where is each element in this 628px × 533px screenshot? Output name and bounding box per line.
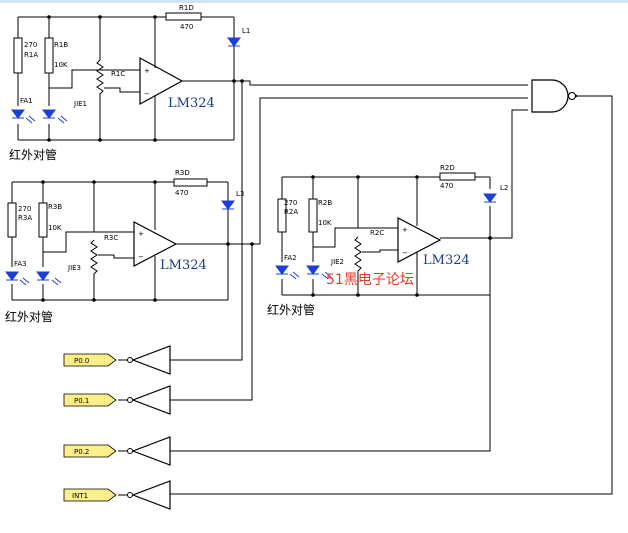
r1a-name: R1A — [24, 51, 38, 59]
opamp1-plus: + — [144, 67, 150, 75]
block1-caption: 红外对管 — [9, 147, 57, 162]
l1-label: L1 — [242, 27, 250, 35]
r3b-value: 10K — [48, 224, 62, 232]
r2b-value: 10K — [318, 219, 332, 227]
r1b-name: R1B — [54, 41, 68, 49]
block3-caption: 红外对管 — [5, 309, 53, 324]
r3d-value: 470 — [175, 189, 188, 197]
ir-receiver-jie1 — [42, 109, 56, 119]
r1b-value: 10K — [54, 61, 68, 69]
led-l2 — [483, 193, 497, 203]
r2d-name: R2D — [440, 164, 455, 172]
port-p01-label: P0.1 — [74, 397, 89, 405]
r3d-name: R3D — [175, 169, 190, 177]
resistor-r1d — [165, 12, 202, 21]
sensor-block-1 — [11, 12, 528, 142]
resistor-r3b — [38, 202, 48, 238]
r2b-name: R2B — [318, 199, 332, 207]
jie3-label: JIE3 — [67, 264, 81, 272]
ir-emitter-fa1 — [11, 109, 25, 119]
forum-watermark: 51黑电子论坛 — [326, 272, 414, 288]
resistor-r1a — [13, 37, 23, 74]
sensor-block-2 — [275, 109, 528, 297]
resistor-r3a — [7, 202, 17, 238]
r2a-name: R2A — [284, 208, 298, 216]
opamp1-label: LM324 — [168, 96, 215, 111]
resistor-r2d — [439, 172, 476, 181]
opamp2-plus: + — [402, 226, 408, 234]
r3a-name: R3A — [18, 214, 32, 222]
ir-receiver-jie3 — [36, 271, 50, 281]
opamp2-label: LM324 — [423, 253, 470, 268]
r1c-name: R1C — [111, 70, 125, 78]
r1d-value: 470 — [180, 23, 193, 31]
gate-output-wire — [170, 95, 613, 495]
buffer-p02 — [63, 238, 491, 466]
block2-caption: 红外对管 — [267, 302, 315, 317]
opamp1-minus: − — [144, 90, 150, 98]
r2d-value: 470 — [440, 182, 453, 190]
buffer-p01 — [63, 244, 253, 415]
led-l1 — [227, 37, 241, 47]
block3-to-gate-wire — [259, 97, 528, 244]
buffer-p00 — [63, 81, 243, 375]
fa3-label: FA3 — [14, 260, 27, 268]
port-int1-label: INT1 — [72, 492, 88, 500]
r1a-value: 270 — [24, 41, 37, 49]
r2a-value: 270 — [284, 199, 297, 207]
r3b-name: R3B — [48, 203, 62, 211]
resistor-r2a — [277, 198, 287, 233]
r3c-name: R3C — [104, 234, 118, 242]
r3a-value: 270 — [18, 205, 31, 213]
r1d-name: R1D — [179, 4, 194, 12]
resistor-r2b — [308, 198, 318, 233]
block1-output-wire — [182, 80, 528, 86]
opamp-3 — [133, 221, 178, 267]
l3-label: L3 — [236, 190, 244, 198]
led-l3 — [221, 200, 235, 210]
block1-minus-feed — [104, 87, 140, 93]
ir-emitter-fa3 — [5, 271, 19, 281]
nand-gate — [170, 79, 613, 495]
r2c-name: R2C — [370, 229, 384, 237]
resistor-r1b — [44, 37, 54, 74]
opamp3-plus: + — [138, 230, 144, 238]
opamp-2 — [397, 217, 442, 263]
sensor-block-3 — [5, 178, 260, 302]
resistor-r3d — [173, 178, 208, 187]
opamp2-minus: − — [402, 249, 408, 257]
port-p02-label: P0.2 — [74, 448, 89, 456]
opamp-1 — [139, 56, 184, 106]
opamp3-minus: − — [138, 253, 144, 261]
fa1-label: FA1 — [20, 97, 33, 105]
fa2-label: FA2 — [284, 254, 297, 262]
port-p00-label: P0.0 — [74, 357, 89, 365]
window-top-stripe — [0, 0, 628, 3]
ir-receiver-jie2 — [306, 265, 320, 275]
opamp3-label: LM324 — [160, 258, 207, 273]
jie2-label: JIE2 — [330, 258, 344, 266]
l2-label: L2 — [500, 184, 508, 192]
buffer-int1 — [63, 480, 171, 510]
jie1-label: JIE1 — [73, 100, 87, 108]
ir-emitter-fa2 — [275, 265, 289, 275]
